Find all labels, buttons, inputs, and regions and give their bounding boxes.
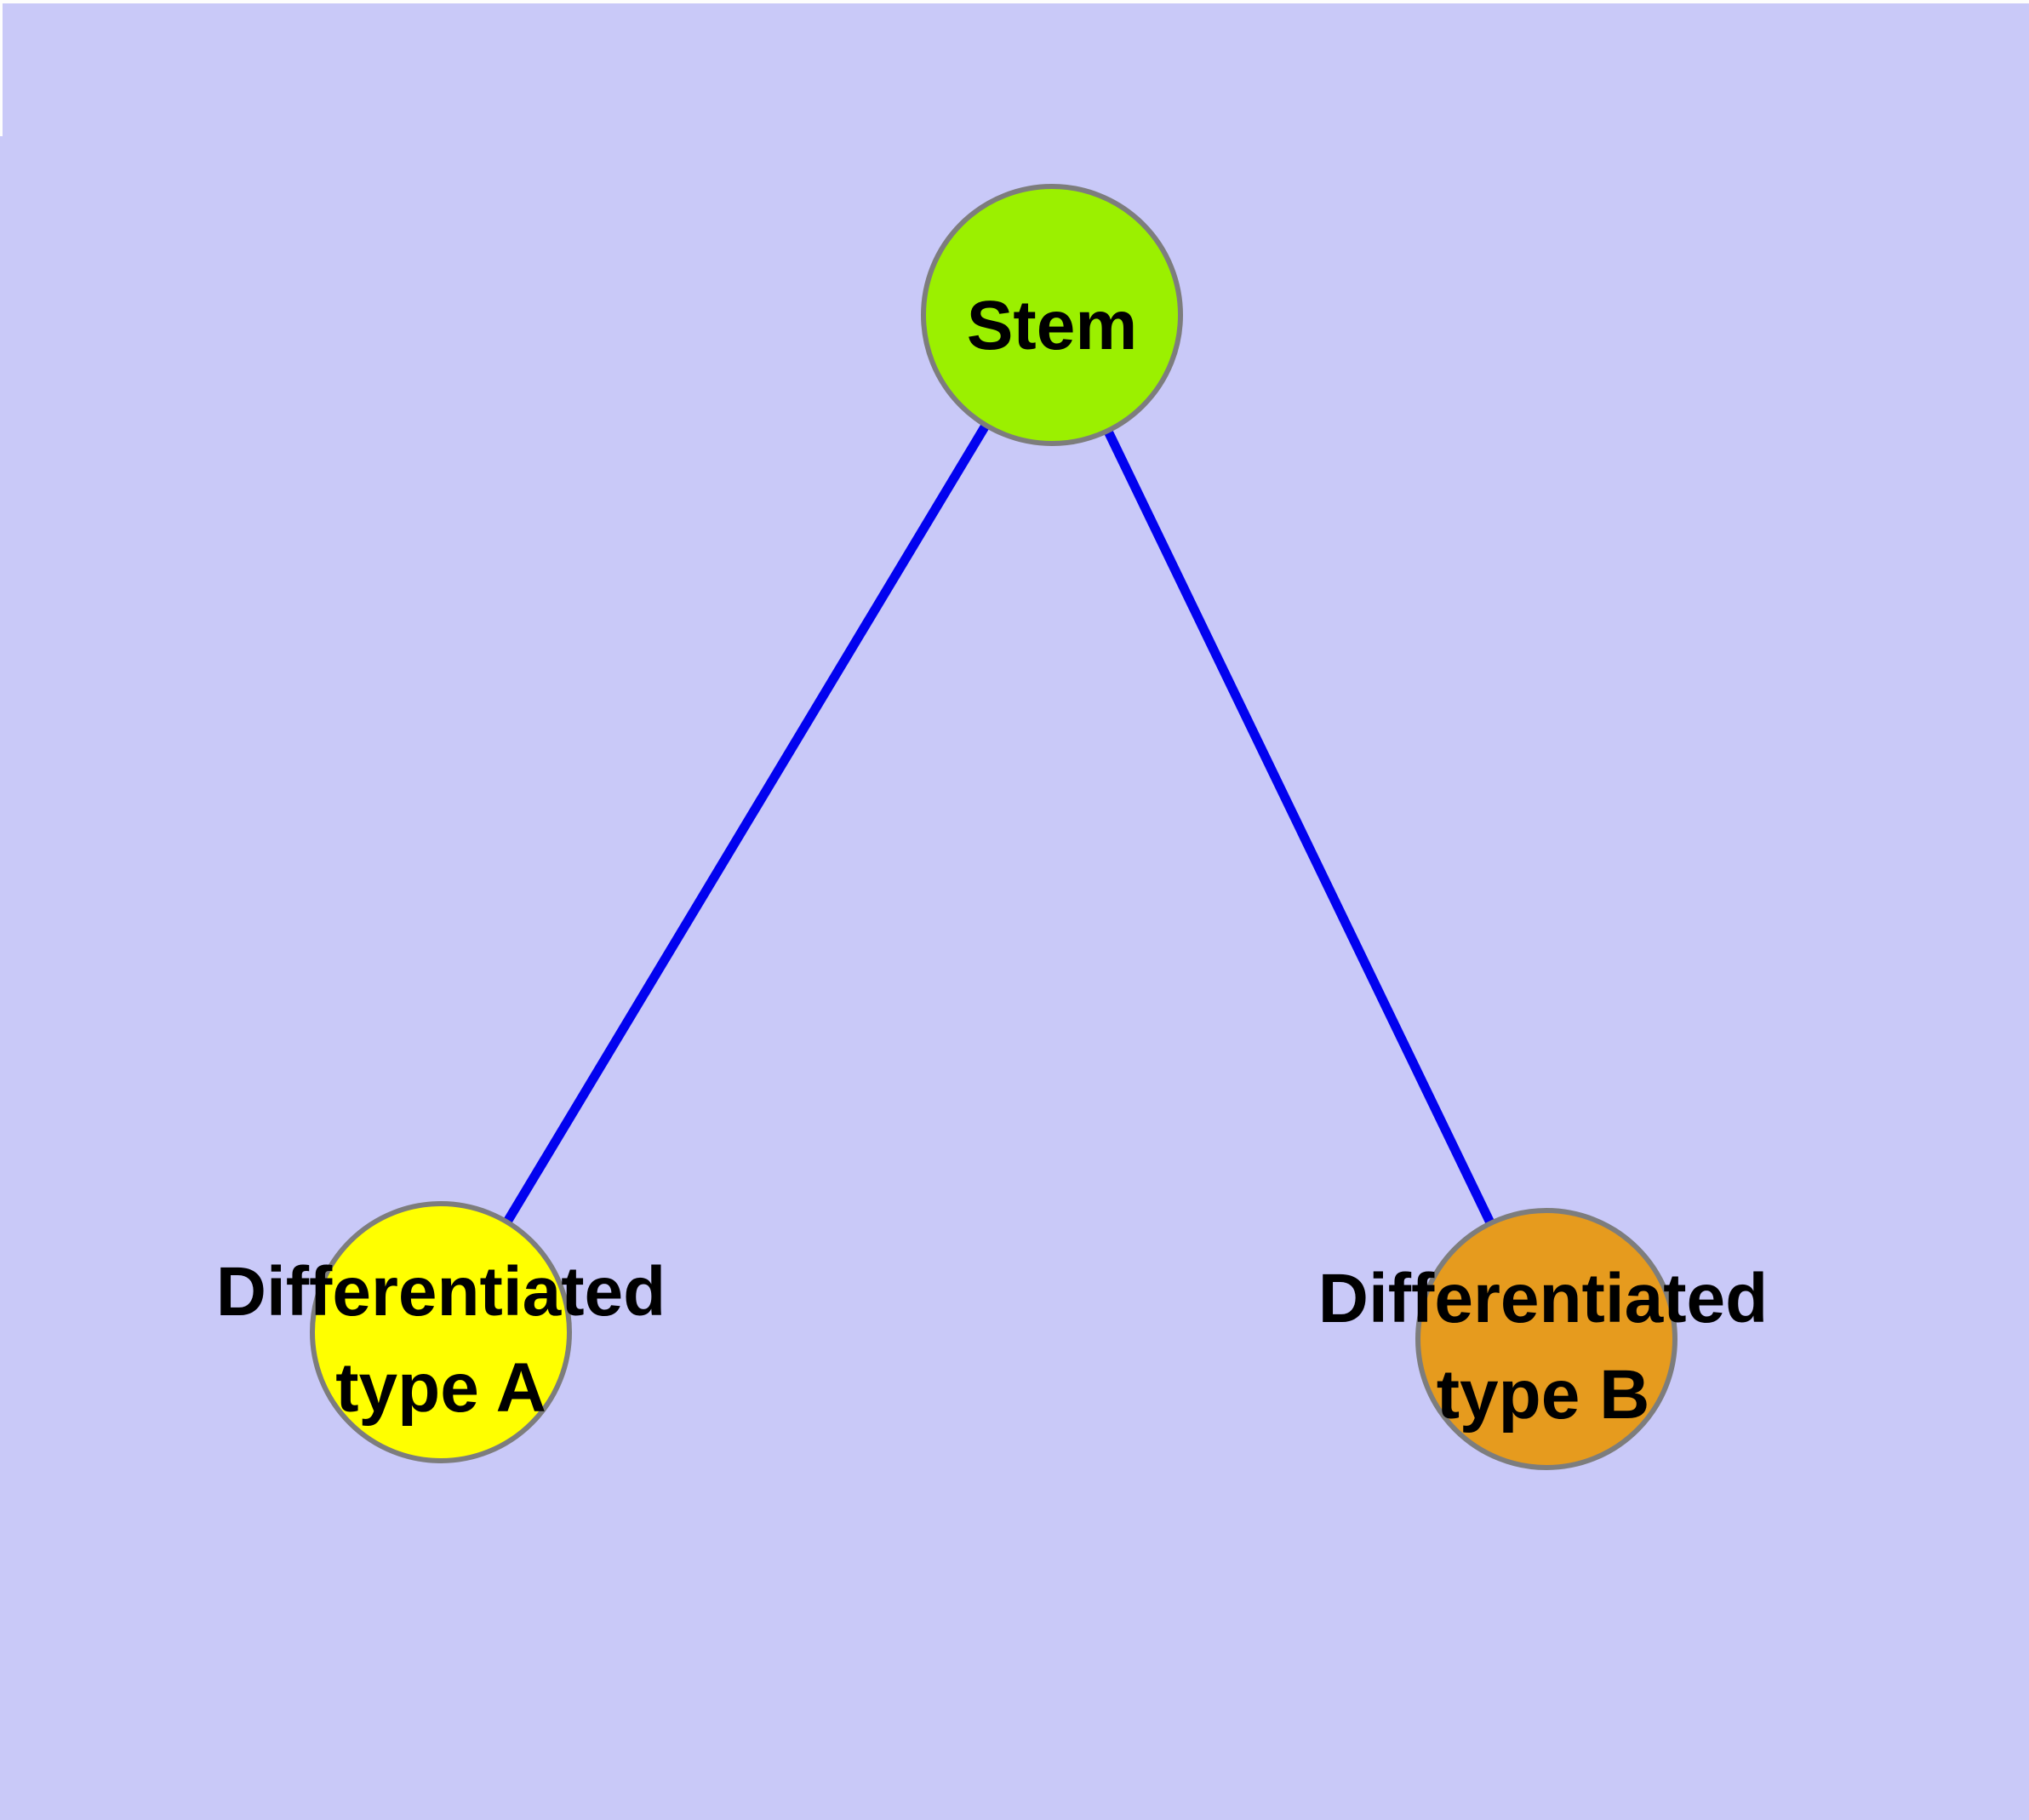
node-type-b-label-line2: type B [1437,1356,1650,1434]
window-top-edge [0,0,2029,3]
edge-stem-to-type-a [437,312,1056,1335]
node-differentiated-type-b[interactable] [1415,1208,1677,1470]
edge-stem-to-type-b [1048,312,1551,1342]
node-type-b-label-line1: Differentiated [1318,1260,1769,1337]
node-type-a-label-line2: type A [335,1349,546,1427]
node-differentiated-type-a[interactable] [310,1201,572,1463]
node-stem[interactable] [921,184,1183,446]
node-type-a-label-line1: Differentiated [216,1253,666,1331]
node-stem-label: Stem [967,287,1138,364]
window-left-edge [0,0,3,136]
